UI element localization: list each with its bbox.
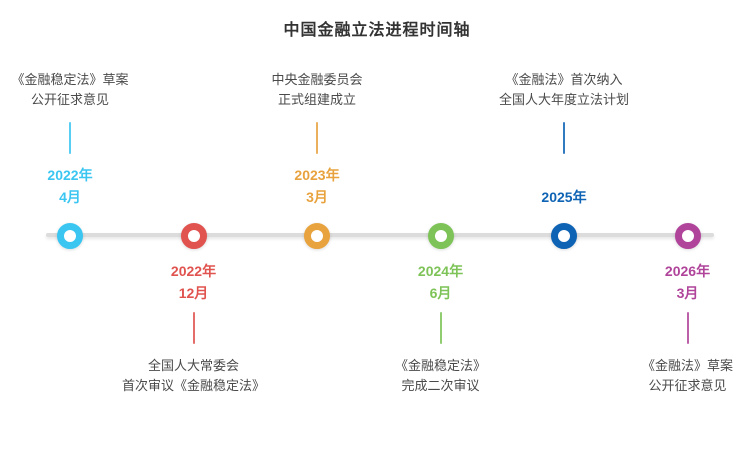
- connector-line: [439, 312, 442, 344]
- event-date: 2026年 3月: [665, 260, 710, 304]
- timeline-node-2026-03: [674, 223, 701, 249]
- event-date-line: 2022年: [170, 263, 217, 279]
- page-title: 中国金融立法进程时间轴: [283, 22, 471, 39]
- event-description-line: 完成二次审议: [401, 378, 480, 393]
- event-description: 《金融稳定法》草案 公开征求意见: [11, 70, 128, 110]
- event-date-line: 2026年: [664, 263, 711, 279]
- connector-line: [69, 122, 71, 154]
- event-description-line: 全国人大年度立法计划: [498, 92, 629, 107]
- event-description-line: 首次审议《金融稳定法》: [121, 378, 265, 393]
- event-date-line: 4月: [59, 189, 81, 205]
- event-description: 全国人大常委会 首次审议《金融稳定法》: [122, 356, 265, 396]
- event-date-line: 12月: [178, 285, 209, 301]
- timeline-event: 中央金融委员会 正式组建成立 2023年 3月: [217, 70, 417, 208]
- event-date-line: 2025年: [541, 189, 587, 205]
- event-date-line: 6月: [429, 285, 452, 301]
- event-description-line: 《金融稳定法》: [394, 358, 486, 373]
- timeline-event: 2026年 3月 《金融法》草案 公开征求意见: [588, 260, 754, 396]
- event-description-line: 《金融法》草案: [641, 358, 733, 373]
- event-date: 2023年 3月: [294, 164, 339, 208]
- event-description-line: 《金融法》首次纳入: [505, 72, 623, 87]
- event-description-line: 公开征求意见: [648, 378, 727, 393]
- timeline-event: 《金融法》首次纳入 全国人大年度立法计划 2025年: [464, 70, 664, 208]
- event-date: 2024年 6月: [418, 260, 463, 304]
- event-date: 2022年 4月: [47, 164, 92, 208]
- connector-line: [316, 122, 318, 154]
- timeline-node-2022-04: [57, 223, 83, 249]
- timeline-event: 《金融稳定法》草案 公开征求意见 2022年 4月: [0, 70, 170, 208]
- event-date-line: 3月: [676, 285, 699, 301]
- timeline-node-2024-06: [427, 223, 454, 249]
- connector-line: [563, 122, 565, 154]
- event-description: 《金融稳定法》 完成二次审议: [395, 356, 486, 396]
- connector-line: [192, 312, 195, 344]
- connector-line: [686, 312, 689, 344]
- event-description-line: 公开征求意见: [30, 92, 109, 107]
- event-date: 2025年: [541, 164, 586, 208]
- timeline-node-2025: [551, 223, 577, 249]
- event-description: 《金融法》草案 公开征求意见: [642, 356, 733, 396]
- event-description: 《金融法》首次纳入 全国人大年度立法计划: [499, 70, 629, 110]
- timeline-node-2022-12: [180, 223, 207, 249]
- event-description-line: 《金融稳定法》草案: [11, 72, 129, 87]
- event-description-line: 正式组建成立: [277, 92, 356, 107]
- timeline-event: 2022年 12月 全国人大常委会 首次审议《金融稳定法》: [94, 260, 294, 396]
- event-description: 中央金融委员会 正式组建成立: [271, 70, 362, 110]
- timeline-node-2023-03: [304, 223, 330, 249]
- event-date-line: 2022年: [47, 167, 93, 183]
- event-date-line: 2023年: [294, 167, 340, 183]
- event-date-line: 2024年: [417, 263, 464, 279]
- event-date-line: 3月: [306, 189, 328, 205]
- timeline-event: 2024年 6月 《金融稳定法》 完成二次审议: [341, 260, 541, 396]
- event-date: 2022年 12月: [171, 260, 216, 304]
- event-description-line: 中央金融委员会: [271, 72, 363, 87]
- event-description-line: 全国人大常委会: [147, 358, 239, 373]
- timeline-axis: [46, 233, 714, 237]
